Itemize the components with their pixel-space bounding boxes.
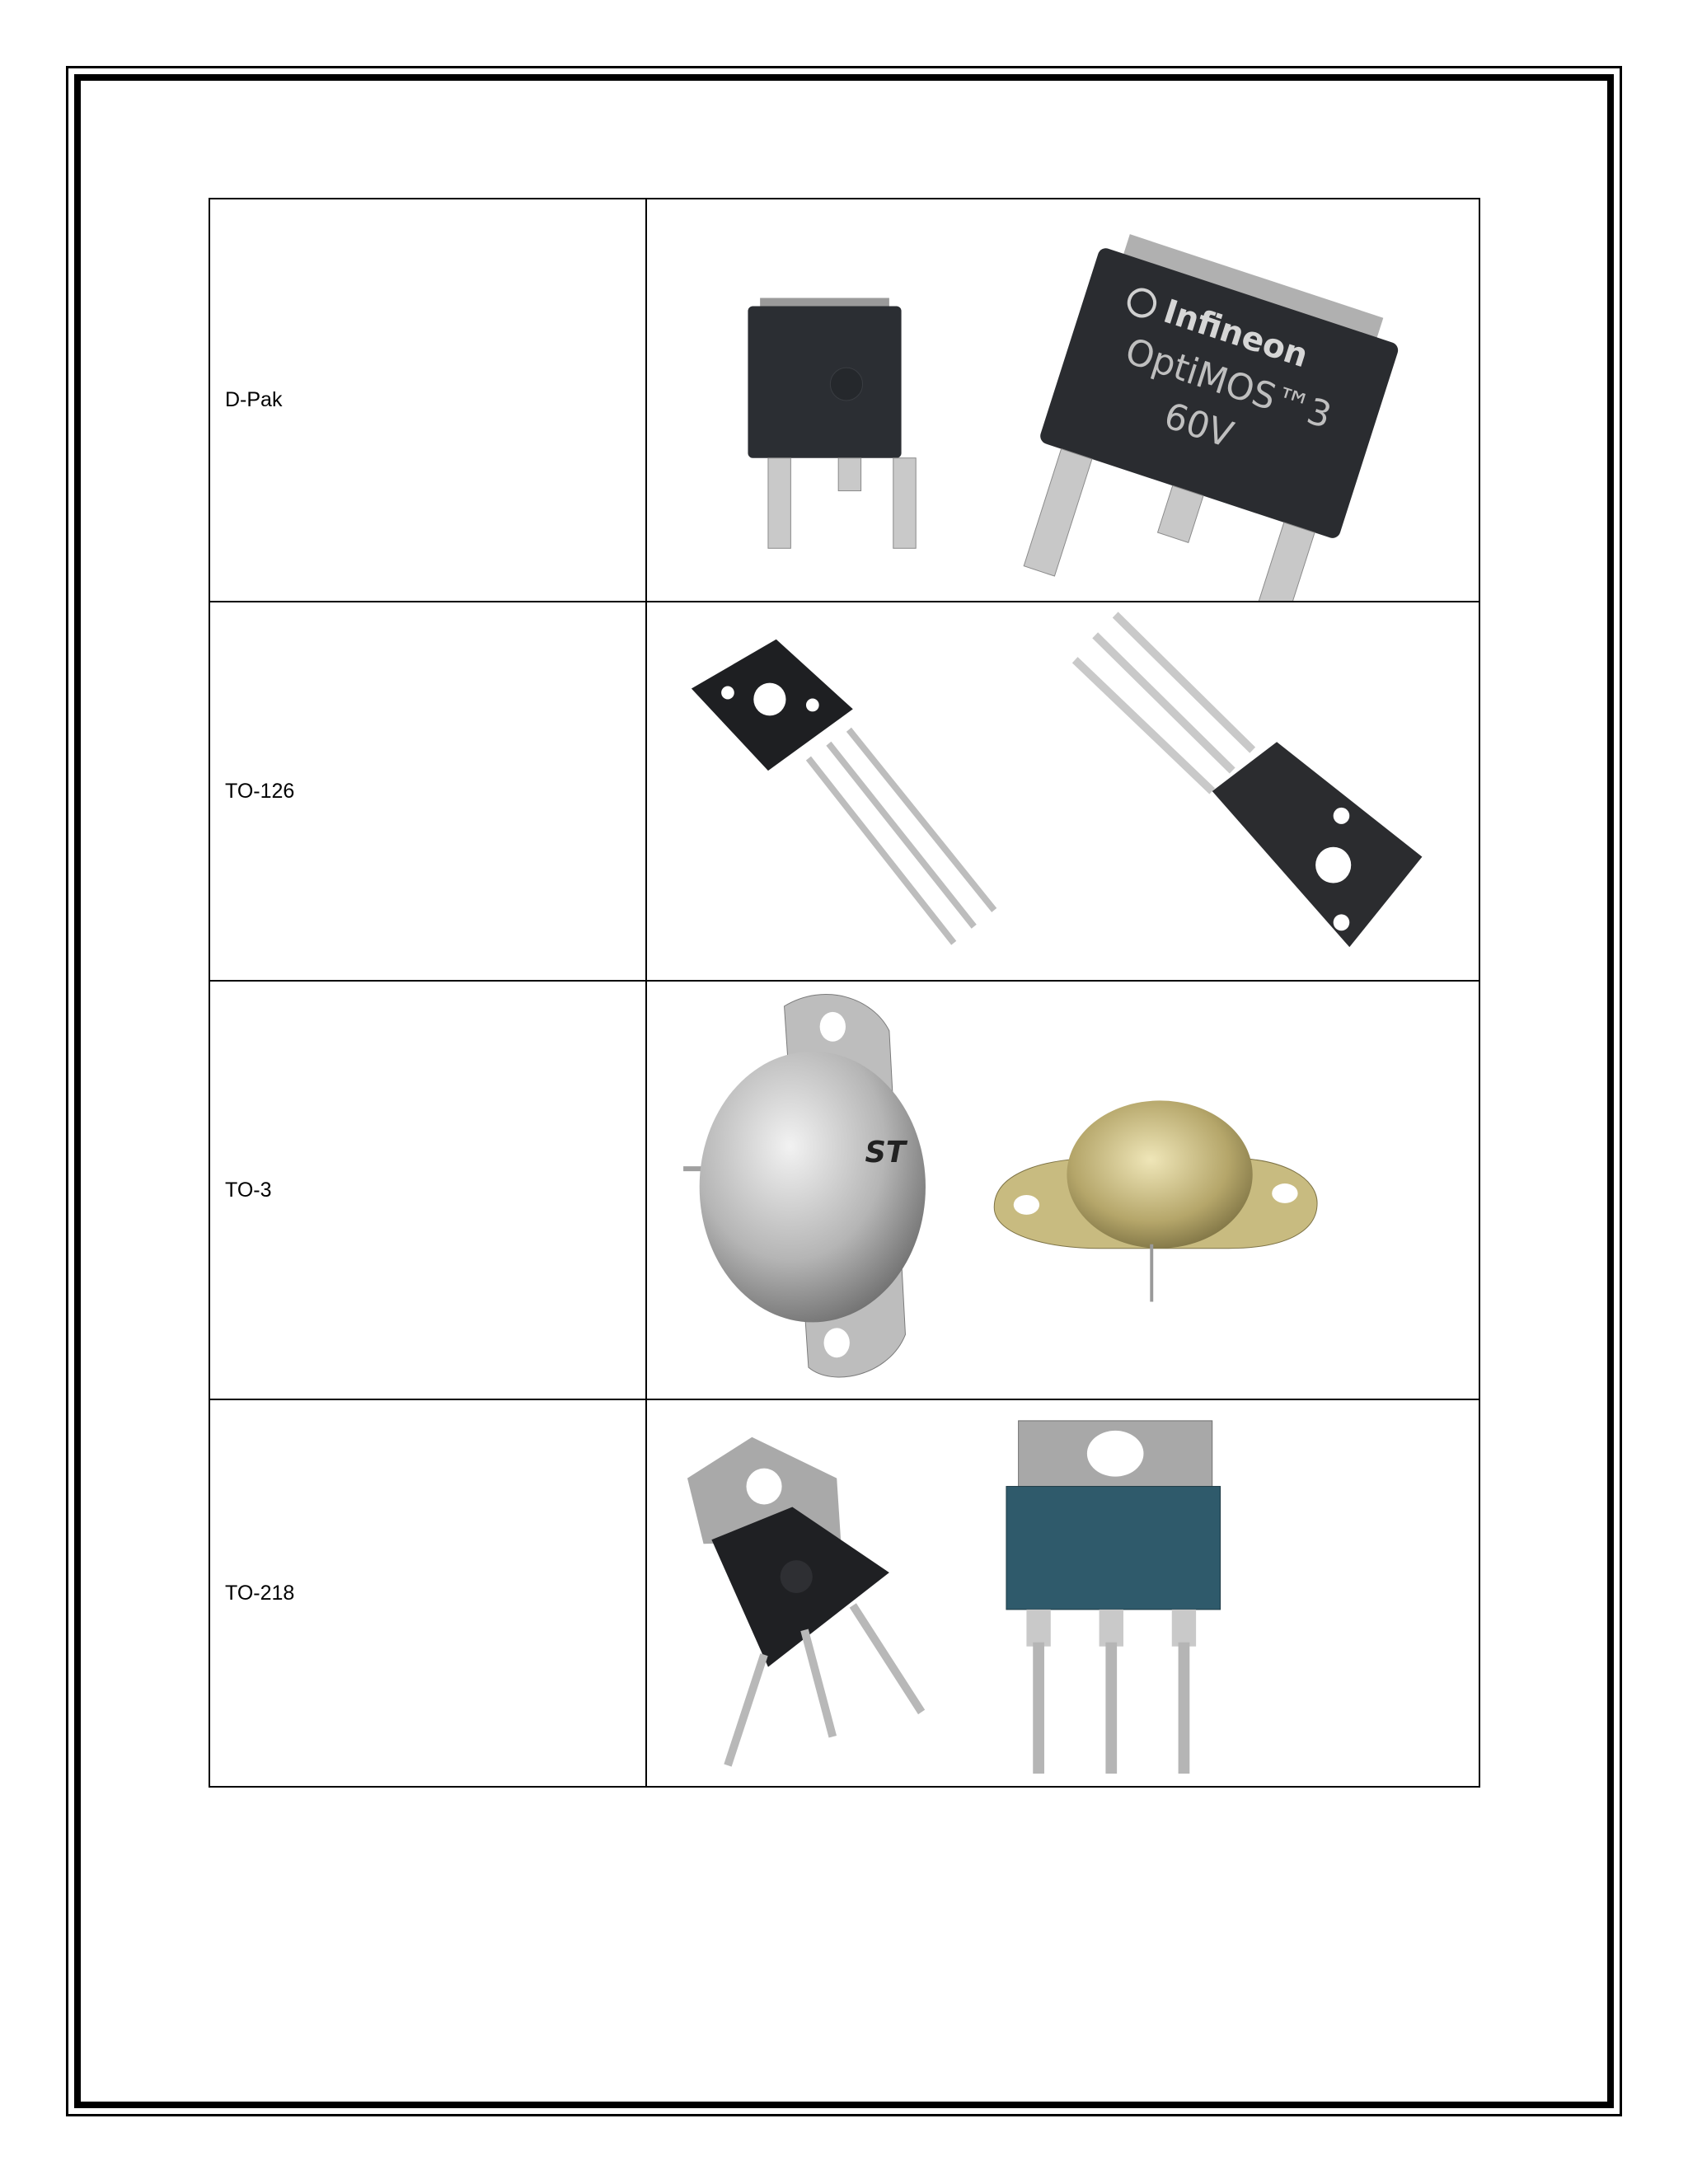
st-logo-text: ST bbox=[865, 1136, 907, 1169]
package-table: D-Pak Infineon OptiMO bbox=[209, 198, 1480, 1788]
package-name-dpak: D-Pak bbox=[209, 198, 647, 602]
page-border-outer bbox=[66, 66, 1622, 2116]
to126-photos bbox=[645, 601, 1480, 982]
to126-photo bbox=[691, 612, 1423, 948]
page-border-inner bbox=[74, 74, 1614, 2108]
package-name-to126: TO-126 bbox=[209, 601, 647, 982]
to3-photos: ST bbox=[645, 980, 1480, 1400]
dpak-photo-1: Infineon OptiMOS™3 60V bbox=[748, 234, 1399, 601]
dpak-photos: Infineon OptiMOS™3 60V bbox=[645, 198, 1480, 602]
to3-photo: ST bbox=[683, 994, 1318, 1378]
package-name-to3: TO-3 bbox=[209, 980, 647, 1400]
package-name-to218: TO-218 bbox=[209, 1399, 647, 1788]
table-row: TO-126 bbox=[209, 601, 1480, 982]
table-row: TO-218 bbox=[209, 1399, 1480, 1788]
to218-photos bbox=[645, 1399, 1480, 1788]
table-row: D-Pak Infineon OptiMO bbox=[209, 198, 1480, 602]
table-row: TO-3 bbox=[209, 980, 1480, 1400]
to218-photo bbox=[687, 1420, 1221, 1774]
